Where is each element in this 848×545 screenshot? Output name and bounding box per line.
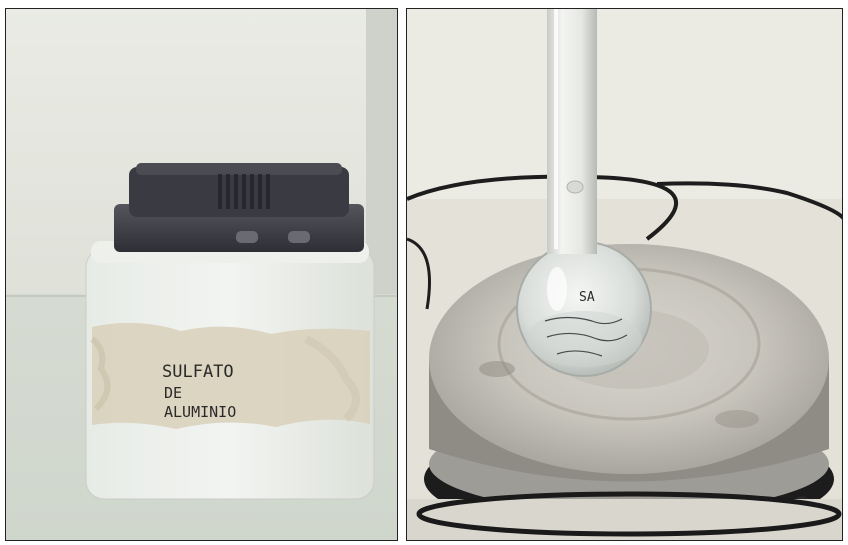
round-flask bbox=[516, 9, 652, 377]
jar-label-line-3: ALUMINIO bbox=[164, 403, 236, 421]
flask-photo-scene: SA bbox=[407, 9, 842, 540]
wall-corner-shadow bbox=[366, 9, 397, 299]
jar-label-line-1: SULFATO bbox=[162, 362, 234, 382]
jar-label-line-2: DE bbox=[164, 384, 182, 402]
jar-photo-scene: SULFATO DE ALUMINIO bbox=[6, 9, 397, 540]
cable-loop bbox=[416, 491, 842, 537]
flask-photo: SA bbox=[406, 8, 843, 541]
jar-photo: SULFATO DE ALUMINIO bbox=[5, 8, 398, 541]
black-cap bbox=[114, 163, 364, 252]
wall bbox=[407, 9, 842, 209]
flask-label: SA bbox=[579, 290, 595, 305]
label-residue bbox=[92, 322, 370, 429]
